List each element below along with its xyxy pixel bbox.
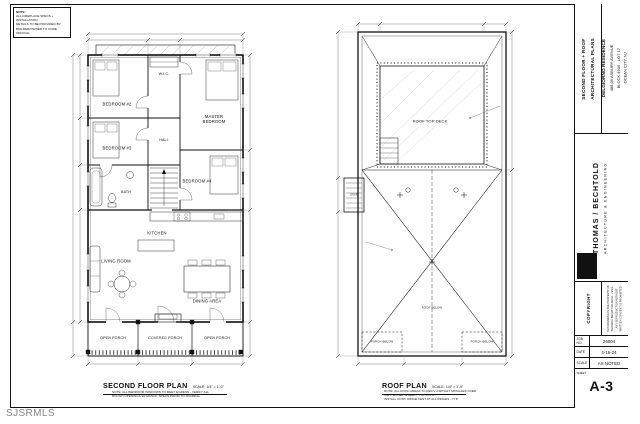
roof-plan-notes: NOTE: ALL ROOF AREAS TO REC'V ASPHALT SH… — [384, 389, 476, 402]
wall-openings — [86, 53, 245, 324]
note-line: BUILDER/OWNER TO CODE OFFICIAL — [16, 26, 57, 36]
note-line: NOTE: ALL ROOF AREAS TO REC'V ASPHALT SH… — [384, 389, 477, 393]
room-label-open-porch-left: OPEN PORCH — [100, 335, 126, 340]
room-label-bath: BATH — [121, 189, 131, 194]
titleblock-project-section: SECOND FLOOR + ROOF ARCHITECTURAL PLANS … — [575, 4, 628, 134]
sheet-label: SHEET — [576, 370, 587, 375]
firm-tagline: ARCHITECTURE & ENGINEERING — [603, 161, 608, 254]
copyright-title: COPYRIGHT — [585, 293, 591, 324]
firm-logo-box — [577, 253, 597, 279]
room-label-living-room: LIVING ROOM — [101, 258, 131, 264]
roof-label-deck: ROOF TOP DECK — [412, 118, 448, 124]
porch-posts — [85, 319, 243, 355]
furniture — [89, 59, 244, 323]
scale-label: SCALE — [575, 358, 590, 368]
note-line: INSTALL CONT. RIDGE VENT AT ALL RIDGES -… — [384, 397, 459, 402]
titleblock-copyright-section: COPYRIGHT THIS DRAWING IS THE PROPERTY O… — [575, 282, 628, 336]
roof-label-porch-below-right: PORCH BELOW — [470, 339, 494, 344]
second-floor-plan-title: SECOND FLOOR PLAN SCALE: 1/4" = 1'-0" — [103, 375, 227, 395]
roof-label-stair: STAIR — [350, 193, 358, 197]
field-row-job: JOB NO. 26004 — [575, 336, 628, 347]
second-floor-plan-title-text: SECOND FLOOR PLAN — [103, 381, 188, 390]
roof-plan-title-text: ROOF PLAN — [382, 381, 428, 390]
date-label: DATE — [575, 347, 590, 357]
scale-value: AS NOTED — [597, 360, 621, 366]
field-row-scale: SCALE AS NOTED — [575, 358, 628, 369]
room-label-covered-porch: COVERED PORCH — [148, 335, 182, 340]
roof-plan-title: ROOF PLAN SCALE: 1/4" = 1'-0" — [382, 375, 467, 395]
watermark: SJSRMLS — [6, 408, 55, 419]
second-floor-plan-scale: SCALE: 1/4" = 1'-0" — [192, 385, 224, 389]
sheet-number: A-3 — [589, 378, 614, 394]
roof-plan-linework — [343, 31, 507, 357]
project-city: OCEAN CITY, NJ — [622, 52, 628, 85]
room-label-wic: W.I.C. — [158, 71, 170, 76]
project-name: DELGIORNO RESIDENCE — [601, 39, 607, 98]
copyright-line: THIS DRAWING IS THE PROPERTY OF — [606, 284, 610, 333]
firm-name: THOMAS / BECHTOLD — [593, 161, 601, 254]
room-label-bedroom4: BEDROOM #4 — [182, 178, 212, 184]
field-row-date: DATE 4-16-24 — [575, 347, 628, 358]
sheet-title-line: SECOND FLOOR + ROOF — [580, 37, 586, 100]
note-line: NOTE: — [16, 9, 26, 14]
note-line: DETAILS TO BE PROVIDED BY — [16, 22, 61, 27]
note-line: ICE + WATER SHIELD - TYP. U.N.O. — [384, 393, 436, 398]
copyright-body-column: THIS DRAWING IS THE PROPERTY OF THOMAS /… — [601, 282, 628, 335]
project-block-lot: BLOCK 4905 - LOT 17 — [615, 48, 621, 89]
sheet-title-column: SECOND FLOOR + ROOF ARCHITECTURAL PLANS — [575, 4, 601, 133]
job-number: 26004 — [602, 338, 616, 344]
room-label-open-porch-right: OPEN PORCH — [204, 335, 230, 340]
copyright-title-column: COPYRIGHT — [575, 282, 601, 335]
dimension-lines — [70, 21, 515, 367]
copyright-line: ANY REPRODUCTION WITHOUT — [615, 288, 618, 329]
date-value: 4-16-24 — [601, 349, 617, 355]
titleblock-firm-section: THOMAS / BECHTOLD ARCHITECTURE & ENGINEE… — [575, 134, 628, 282]
room-label-hall: HALL — [159, 137, 169, 142]
note-line: ROUGH OPENINGS W/ MANUF. SPECS PRIOR TO … — [112, 394, 200, 399]
roof-label-roof-below: ROOF BELOW — [421, 305, 443, 310]
sheet-number-box: SHEET A-3 — [575, 369, 628, 408]
second-floor-plan-notes: NOTE: ALL BEDROOM WINDOWS TO MEET EGRESS… — [112, 390, 209, 398]
titleblock: SECOND FLOOR + ROOF ARCHITECTURAL PLANS … — [574, 4, 628, 408]
room-label-kitchen: KITCHEN — [147, 230, 167, 236]
second-floor-linework — [85, 44, 245, 357]
titleblock-fields-section: JOB NO. 26004 DATE 4-16-24 SCALE AS NOTE… — [575, 336, 628, 408]
sheet-title-line: ARCHITECTURAL PLANS — [590, 37, 595, 100]
note-line: ALL FIREPLACE SPECS + INSTALLATION — [16, 13, 54, 23]
room-label-dining-area: DINING AREA — [192, 298, 222, 304]
project-info-column: DELGIORNO RESIDENCE 488-09 ASBURY AVENUE… — [601, 4, 628, 133]
general-note-box: NOTE: ALL FIREPLACE SPECS + INSTALLATION… — [13, 7, 71, 38]
roof-label-porch-below-left: PORCH BELOW — [370, 339, 394, 344]
project-address: 488-09 ASBURY AVENUE — [608, 45, 614, 92]
room-label-bedroom2: BEDROOM #2 — [102, 101, 132, 107]
note-line: NOTE: ALL BEDROOM WINDOWS TO MEET EGRESS… — [112, 390, 210, 394]
roof-plan-scale: SCALE: 1/4" = 1'-0" — [432, 385, 464, 389]
job-label: JOB NO. — [575, 336, 590, 346]
copyright-line: THOMAS / BECHTOLD ARCH. + ENG. — [610, 285, 614, 332]
copyright-line: WRITTEN CONSENT IS PROHIBITED — [619, 286, 623, 331]
room-label-bedroom3: BEDROOM #3 — [102, 145, 132, 151]
room-label-master-bedroom: MASTER BEDROOM — [202, 114, 226, 124]
